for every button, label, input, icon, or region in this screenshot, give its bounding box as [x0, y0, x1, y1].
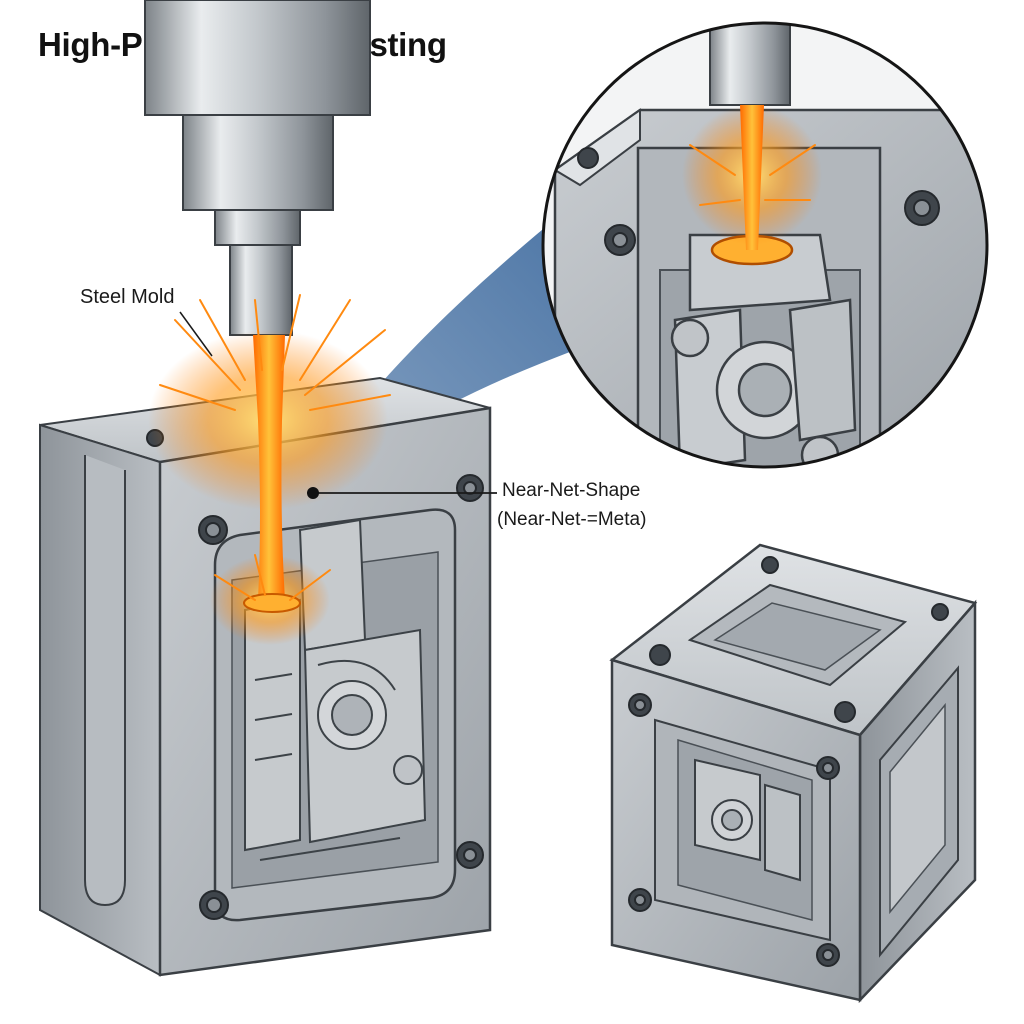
near-net-shape-label: Near-Net-Shape [502, 480, 641, 501]
steel-mold-label: Steel Mold [80, 286, 175, 308]
steel-mold-block [39, 376, 492, 977]
finished-mold-cube [609, 543, 978, 1004]
zoom-inset [541, 21, 989, 469]
steel-mold-leader-line [179, 311, 213, 357]
molten-metal-stream [148, 294, 391, 645]
near-net-meta-label: (Near-Net-=Meta) [497, 509, 647, 530]
injection-nozzle [144, 0, 371, 336]
near-net-shape-leader-line [307, 487, 497, 499]
